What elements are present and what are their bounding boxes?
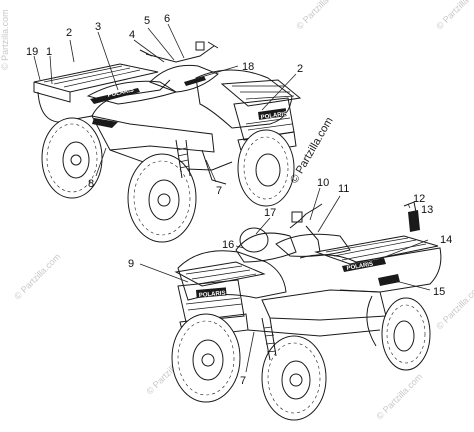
atv-top-drawing: POLARIS POLARIS xyxy=(33,41,302,243)
callout-11: 11 xyxy=(338,183,349,195)
copyright-text: © Partzilla.com xyxy=(288,115,335,185)
decal-brand-text: POLARIS xyxy=(107,88,134,99)
callout-4: 4 xyxy=(129,29,135,41)
watermark-text: © Partzilla.com xyxy=(294,0,344,31)
callout-7-bottom: 7 xyxy=(240,375,246,387)
callout-14: 14 xyxy=(440,234,452,246)
callout-13: 13 xyxy=(421,204,433,216)
callout-18: 18 xyxy=(242,61,254,73)
callout-7: 7 xyxy=(216,185,222,197)
atv-bottom-drawing: POLARIS POLARIS xyxy=(171,201,442,421)
callout-2: 2 xyxy=(66,27,72,39)
watermark-text: © Partzilla.com xyxy=(0,9,10,70)
decal-brand-text: POLARIS xyxy=(260,111,287,121)
callout-19: 19 xyxy=(26,46,38,58)
callout-17: 17 xyxy=(264,207,276,219)
callout-10: 10 xyxy=(317,177,329,189)
decal-brand-text: POLARIS xyxy=(199,291,226,299)
watermark-text: © Partzilla.com xyxy=(374,371,424,421)
decal-brand-text: POLARIS xyxy=(346,261,373,272)
callout-5: 5 xyxy=(144,15,150,27)
callout-12: 12 xyxy=(413,193,425,205)
watermark-text: © Partzilla.com xyxy=(434,0,474,31)
leader-lines xyxy=(33,23,431,373)
callout-1: 1 xyxy=(46,46,52,58)
callout-2-front: 2 xyxy=(297,63,303,75)
callout-6: 6 xyxy=(164,13,170,25)
callout-15: 15 xyxy=(433,286,445,298)
callout-8: 8 xyxy=(88,178,94,190)
callout-16: 16 xyxy=(222,239,234,251)
callout-labels: 19 1 2 3 4 5 6 18 2 8 7 10 11 17 12 13 1… xyxy=(26,13,452,387)
watermark-text: © Partzilla.com xyxy=(12,251,62,301)
callout-3: 3 xyxy=(95,21,101,33)
callout-9: 9 xyxy=(128,258,134,270)
